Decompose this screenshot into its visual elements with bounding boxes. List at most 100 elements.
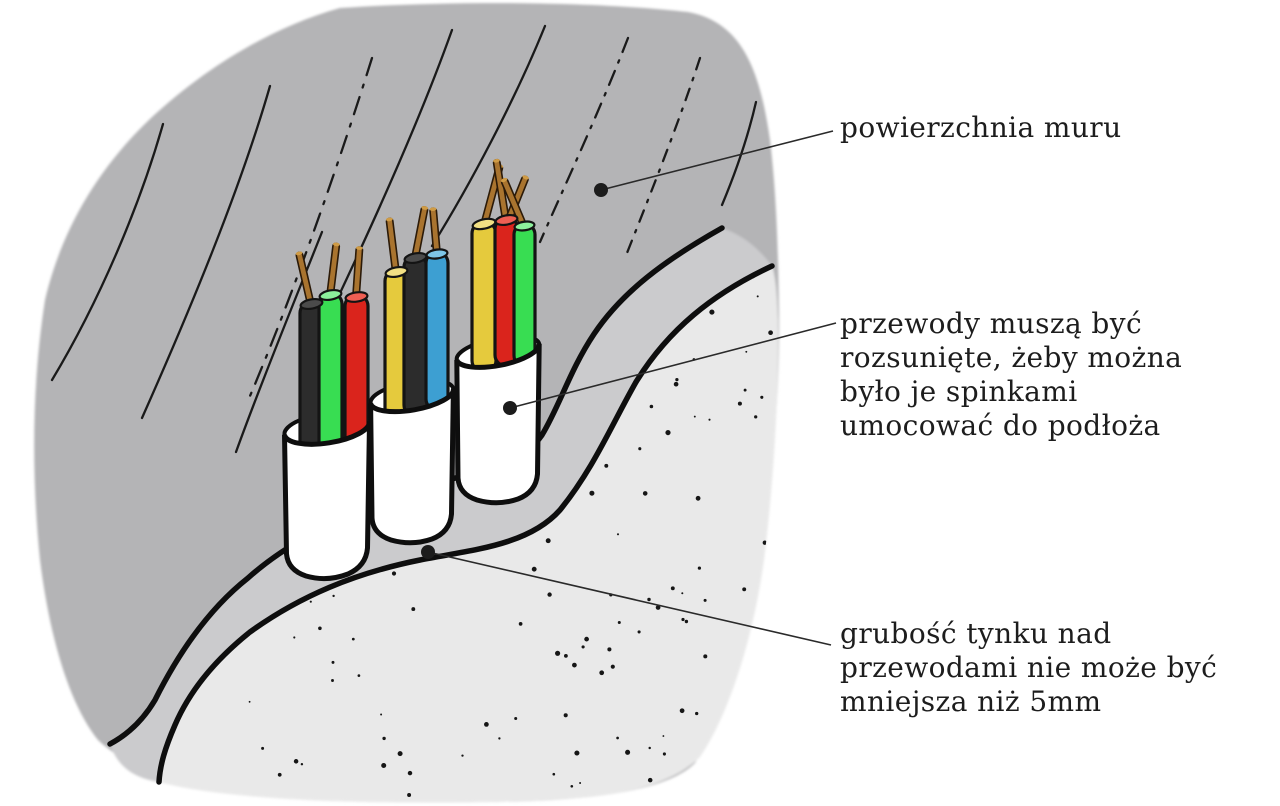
hatch-line xyxy=(234,230,324,454)
speckle-dot xyxy=(407,793,412,797)
leader-line-wall-surface xyxy=(600,130,834,191)
speckle-dot xyxy=(351,637,355,641)
speckle-dot xyxy=(745,350,748,353)
speckle-dot xyxy=(604,463,609,468)
speckle-dot xyxy=(579,782,582,784)
speckle-dot xyxy=(625,749,631,755)
speckle-dot xyxy=(681,592,684,595)
hatch-line xyxy=(140,84,272,420)
wire-cap xyxy=(425,248,449,260)
speckle-dot xyxy=(684,619,689,624)
speckle-dot xyxy=(709,309,715,315)
speckle-dot xyxy=(547,592,552,597)
speckle-dot xyxy=(697,566,702,570)
hatch-line xyxy=(623,56,702,260)
speckle-dot xyxy=(662,752,666,756)
speckle-dot xyxy=(681,617,685,622)
speckle-dot xyxy=(693,415,696,418)
speckle-dot xyxy=(649,404,654,409)
cable-sheath xyxy=(368,388,456,546)
speckle-dot xyxy=(277,772,282,777)
speckle-dot xyxy=(648,746,651,750)
wire-blue xyxy=(424,250,450,412)
speckle-dot xyxy=(610,664,615,669)
wire-green xyxy=(317,291,344,465)
speckle-dot xyxy=(318,626,322,631)
speckle-dot xyxy=(665,430,671,436)
speckle-dot xyxy=(300,762,304,766)
wire-cap xyxy=(494,213,519,227)
hatch-line xyxy=(720,100,758,207)
cable-sheath xyxy=(454,343,542,506)
speckle-dot xyxy=(382,736,386,741)
speckle-dot xyxy=(248,700,251,703)
speckle-dot xyxy=(309,600,312,603)
speckle-dot xyxy=(617,620,621,625)
speckle-dot xyxy=(675,377,679,382)
speckle-dot xyxy=(514,716,518,721)
hatch-line xyxy=(538,36,630,244)
wire-cap xyxy=(299,297,324,311)
speckle-dot xyxy=(484,722,489,727)
speckle-dot xyxy=(564,654,568,658)
speckle-dot xyxy=(673,381,679,387)
wire-green xyxy=(512,222,537,368)
speckle-dot xyxy=(518,622,523,626)
speckle-dot xyxy=(552,772,556,776)
speckle-dot xyxy=(391,571,397,576)
speckle-dot xyxy=(647,777,653,783)
speckle-dot xyxy=(461,754,464,757)
wall-hatching xyxy=(50,24,758,454)
wire-yellow xyxy=(470,220,498,374)
speckle-dot xyxy=(708,418,711,421)
leader-line-cables-note xyxy=(509,322,837,409)
hatch-line xyxy=(50,122,165,382)
speckle-dot xyxy=(737,401,742,406)
label-plaster-note: grubość tynku nad przewodami nie może by… xyxy=(840,617,1218,718)
speckle-dot xyxy=(531,566,537,572)
speckle-dot xyxy=(589,490,595,496)
speckle-dot xyxy=(331,660,335,664)
cable-sheath xyxy=(282,420,373,582)
speckle-dot xyxy=(754,415,758,419)
speckle-dot xyxy=(723,785,726,789)
speckle-dot xyxy=(581,645,585,649)
speckle-dot xyxy=(733,776,739,782)
speckle-dot xyxy=(642,491,648,496)
speckle-dot xyxy=(637,630,641,634)
wire-cap xyxy=(384,265,409,279)
speckle-dot xyxy=(261,746,265,750)
speckle-dot xyxy=(357,674,361,677)
label-cables-note: przewody muszą być rozsunięte, żeby możn… xyxy=(840,307,1183,442)
speckle-dot xyxy=(743,388,747,392)
speckle-dot xyxy=(679,708,685,714)
speckle-dot xyxy=(331,679,334,682)
speckle-dot xyxy=(574,750,580,756)
speckle-dot xyxy=(760,395,764,399)
callout-dot-cables-note xyxy=(503,401,517,415)
speckle-dot xyxy=(771,702,776,707)
speckle-dot xyxy=(768,330,773,336)
speckle-dot xyxy=(670,586,675,591)
speckle-dot xyxy=(616,533,620,536)
finished-plaster xyxy=(159,266,779,803)
callout-leaders xyxy=(421,130,837,646)
speckle-dot xyxy=(655,605,661,610)
speckle-dot xyxy=(695,495,701,501)
speckle-dot xyxy=(293,636,296,639)
speckle-dot xyxy=(616,736,619,740)
speckle-dot xyxy=(662,735,665,737)
speckle-dot xyxy=(332,594,335,598)
speckle-dot xyxy=(742,587,747,592)
wire-cap xyxy=(344,291,369,303)
speckle-dot xyxy=(584,636,589,642)
speckle-dot xyxy=(695,711,699,716)
speckle-dot xyxy=(545,538,551,544)
speckle-dot xyxy=(703,654,708,659)
wire-cap xyxy=(318,288,343,302)
leader-line-plaster-note xyxy=(427,551,832,646)
wire-black xyxy=(402,254,429,418)
speckle-dot xyxy=(563,713,568,718)
